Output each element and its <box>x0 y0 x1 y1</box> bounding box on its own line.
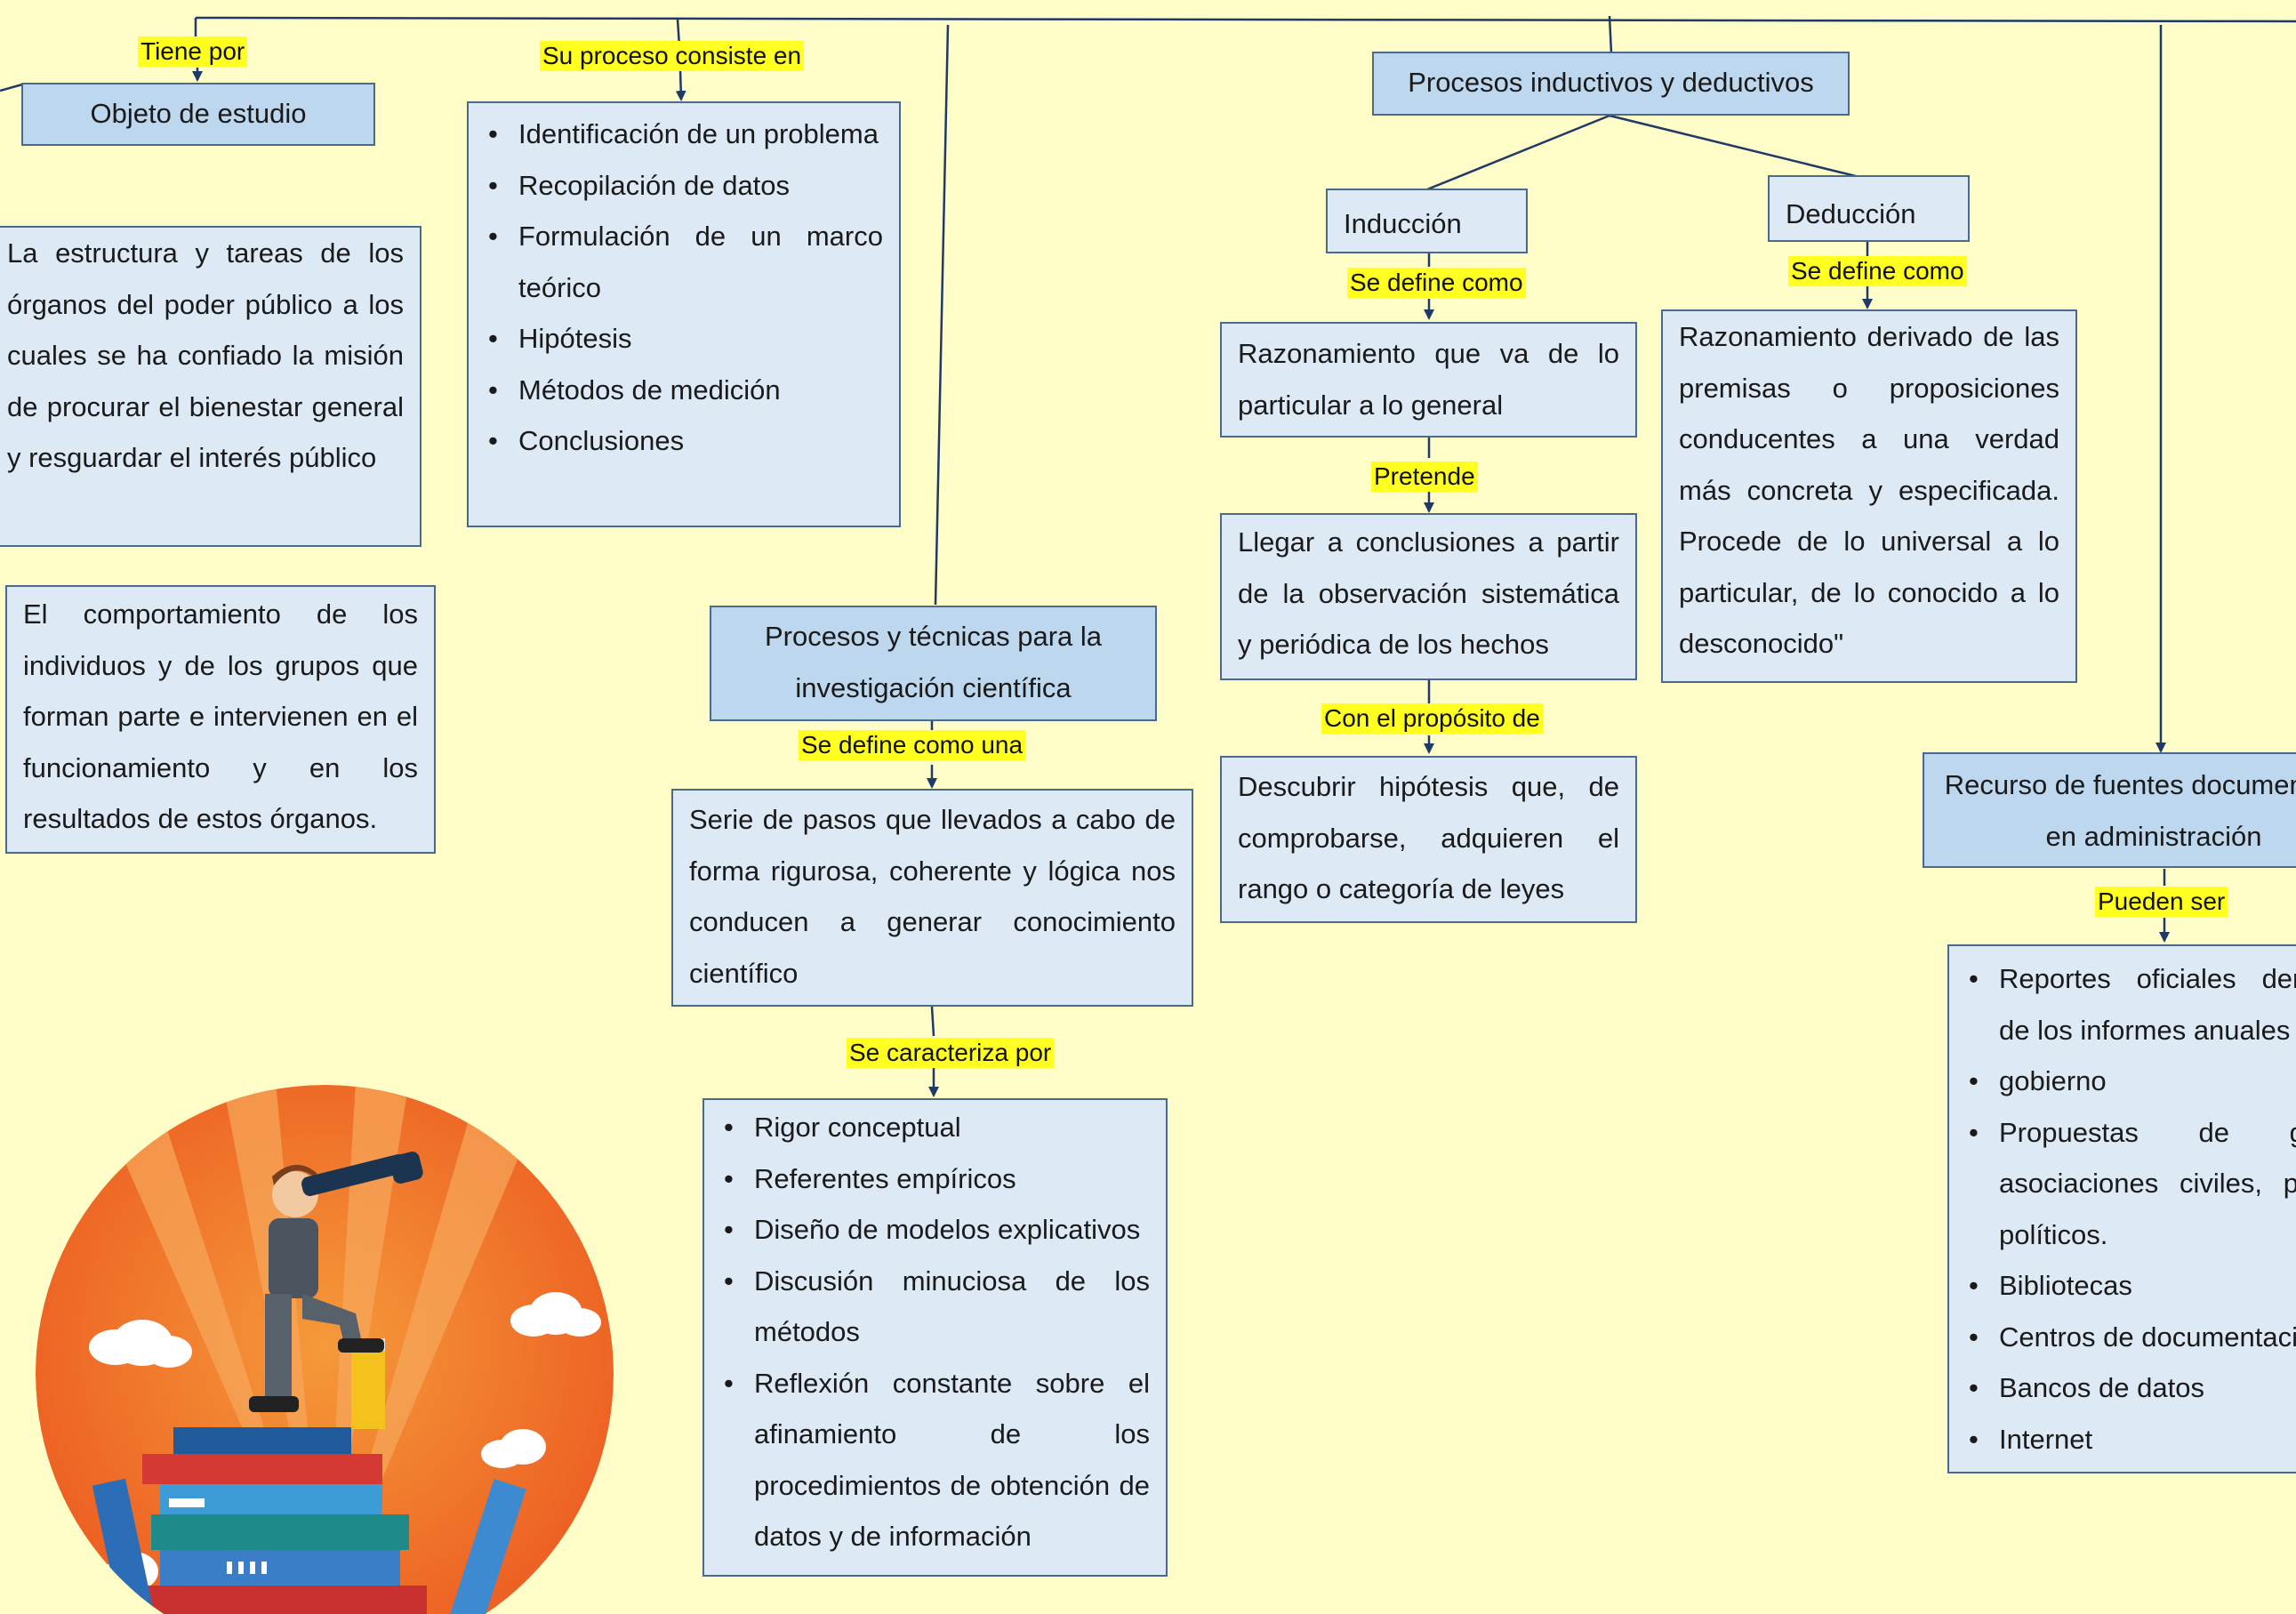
tecnicas-feature-item: Discusión minuciosa de los métodos <box>724 1256 1150 1358</box>
induccion-title-box: Inducción <box>1326 189 1528 253</box>
tecnicas-feature-item: Rigor conceptual <box>724 1102 1150 1153</box>
label-induccion-define: Se define como <box>1347 268 1526 298</box>
tecnicas-definition: Serie de pasos que llevados a cabo de fo… <box>671 789 1193 1007</box>
objeto-text-1: La estructura y tareas de los órganos de… <box>0 226 421 547</box>
proceso-list-item: Formulación de un marco teórico <box>488 211 883 313</box>
fuentes-list-item: Internet <box>1969 1414 2296 1465</box>
tecnicas-title-box: Procesos y técnicas para la investigació… <box>710 606 1157 721</box>
label-tiene-por: Tiene por <box>138 36 248 67</box>
proceso-list-item: Conclusiones <box>488 415 883 467</box>
deduccion-title-box: Deducción <box>1768 175 1970 242</box>
proceso-list-item: Identificación de un problema <box>488 108 883 160</box>
fuentes-list: Reportes oficiales derivados de los info… <box>1949 946 2296 1465</box>
proceso-list-item: Métodos de medición <box>488 365 883 416</box>
proceso-list-box: Identificación de un problemaRecopilació… <box>467 101 901 527</box>
fuentes-list-item: gobierno <box>1969 1056 2296 1107</box>
label-se-caracteriza-por: Se caracteriza por <box>847 1038 1055 1068</box>
objeto-title-box: Objeto de estudio <box>21 83 375 146</box>
tecnicas-feature-item: Referentes empíricos <box>724 1153 1150 1205</box>
label-su-proceso: Su proceso consiste en <box>540 41 805 71</box>
tecnicas-features-list: Rigor conceptualReferentes empíricosDise… <box>704 1100 1166 1562</box>
tecnicas-feature-item: Reflexión constante sobre el afinamiento… <box>724 1358 1150 1562</box>
fuentes-list-item: Propuestas de grupos, asociaciones civil… <box>1969 1107 2296 1261</box>
proceso-list-item: Recopilación de datos <box>488 160 883 212</box>
fuentes-list-item: Centros de documentación <box>1969 1312 2296 1363</box>
tecnicas-feature-item: Diseño de modelos explicativos <box>724 1204 1150 1256</box>
induccion-proposito: Descubrir hipótesis que, de comprobarse,… <box>1220 756 1637 923</box>
label-pretende: Pretende <box>1371 462 1478 492</box>
label-se-define-como-una: Se define como una <box>799 730 1026 760</box>
fuentes-list-item: Bancos de datos <box>1969 1362 2296 1414</box>
fuentes-list-item: Reportes oficiales derivados de los info… <box>1969 953 2296 1056</box>
proceso-list-item: Hipótesis <box>488 313 883 365</box>
fuentes-list-box: Reportes oficiales derivados de los info… <box>1947 944 2296 1473</box>
fuentes-title-box: Recurso de fuentes documentales en admin… <box>1923 752 2296 868</box>
proceso-list: Identificación de un problemaRecopilació… <box>469 103 899 467</box>
fuentes-list-item: Bibliotecas <box>1969 1260 2296 1312</box>
deduccion-definition: Razonamiento derivado de las premisas o … <box>1661 309 2077 683</box>
induccion-pretende: Llegar a conclusiones a partir de la obs… <box>1220 513 1637 680</box>
explorer-with-telescope-on-books <box>36 1085 614 1614</box>
inductivos-title-box: Procesos inductivos y deductivos <box>1372 52 1850 116</box>
label-pueden-ser: Pueden ser <box>2095 887 2228 917</box>
tecnicas-features-box: Rigor conceptualReferentes empíricosDise… <box>702 1098 1168 1577</box>
induccion-definition: Razonamiento que va de lo particular a l… <box>1220 322 1637 438</box>
objeto-text-2: El comportamiento de los individuos y de… <box>5 585 436 854</box>
label-con-proposito: Con el propósito de <box>1321 703 1543 734</box>
label-deduccion-define: Se define como <box>1788 256 1967 286</box>
